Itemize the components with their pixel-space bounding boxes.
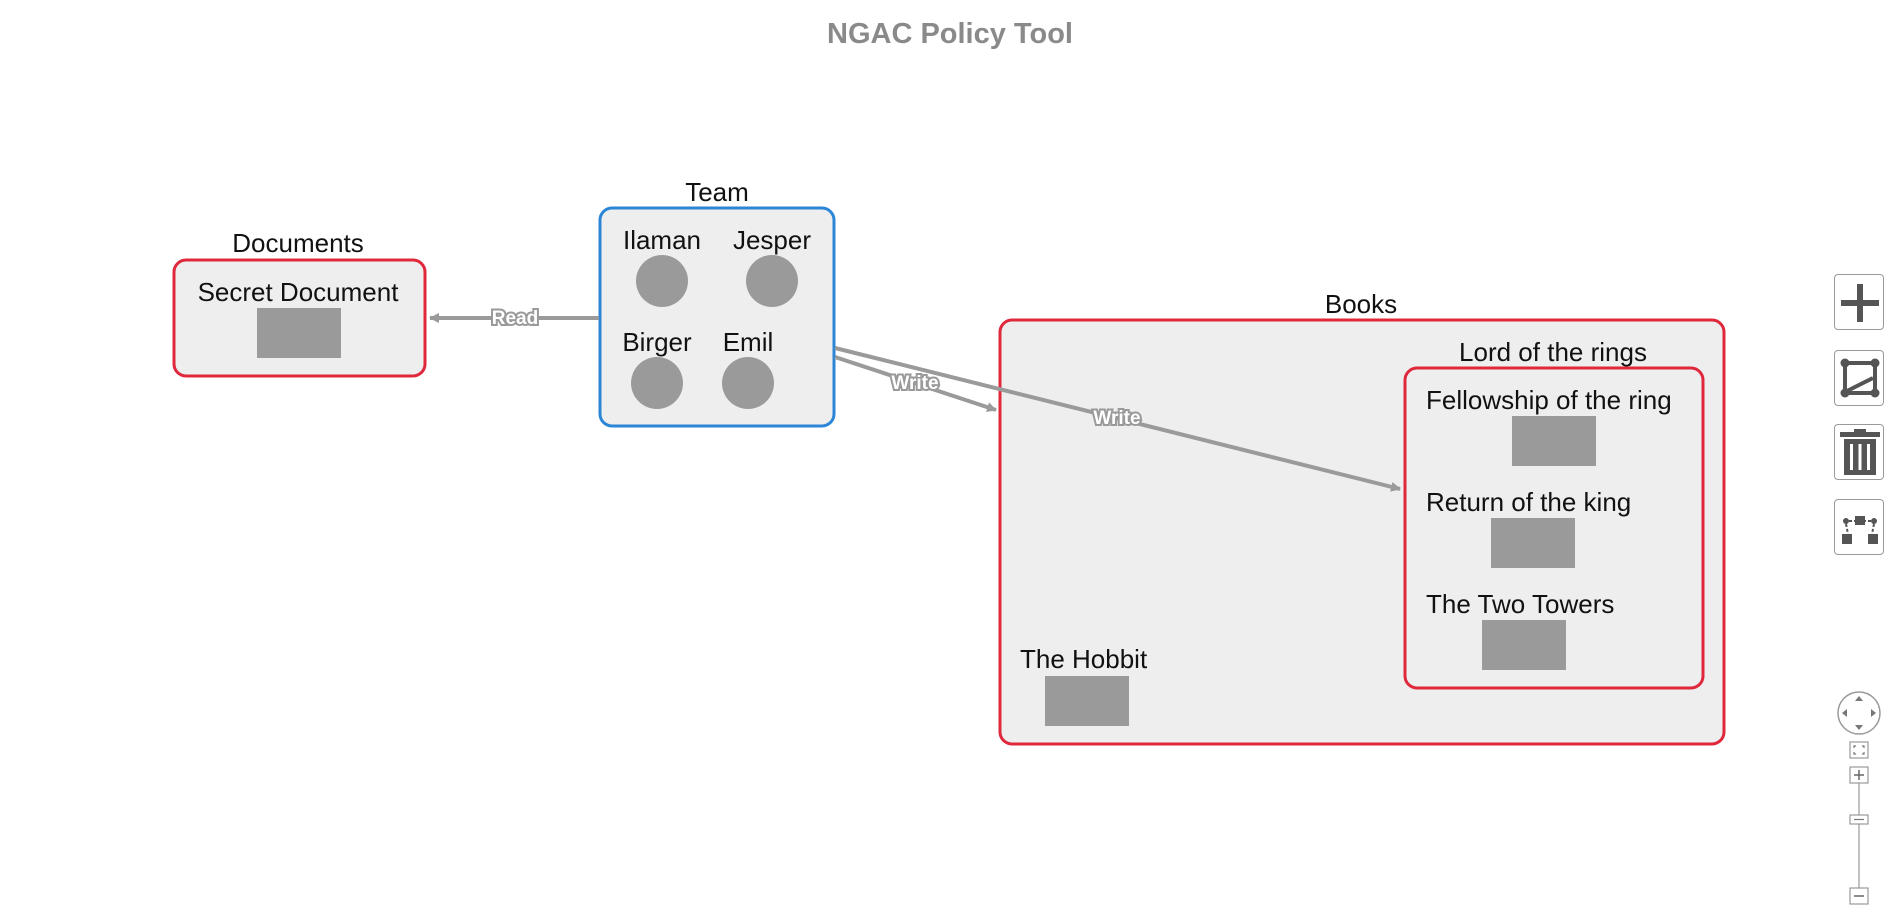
edge-write-books[interactable]: Write [834, 355, 997, 412]
auto-layout-button[interactable] [1834, 499, 1884, 555]
object-label: The Two Towers [1426, 589, 1614, 619]
zoom-slider[interactable] [1849, 783, 1869, 888]
edge-line[interactable] [834, 355, 997, 412]
container-label-documents: Documents [232, 228, 364, 258]
object-node-fellowship[interactable] [1512, 416, 1596, 466]
plus-icon [1841, 284, 1879, 322]
trash-icon [1840, 429, 1880, 475]
pan-icon[interactable] [1837, 691, 1881, 735]
container-lotr[interactable]: Lord of the rings Fellowship of the ring… [1403, 337, 1705, 690]
draw-edge-button[interactable] [1834, 350, 1884, 406]
object-label: Fellowship of the ring [1426, 385, 1672, 415]
edge-label: Read [492, 308, 538, 329]
user-node-ilaman[interactable] [636, 255, 688, 307]
object-node-the-hobbit[interactable] [1045, 676, 1129, 726]
edge-line[interactable] [834, 346, 1401, 492]
layout-icon [1842, 516, 1878, 544]
user-node-emil[interactable] [722, 357, 774, 409]
object-node-return-of-the-king[interactable] [1491, 518, 1575, 568]
draw-edge-icon [1840, 358, 1880, 398]
navigator-panel [1837, 691, 1881, 905]
user-label: Jesper [733, 225, 811, 255]
container-label-lotr: Lord of the rings [1459, 337, 1647, 367]
edge-read[interactable]: Read [429, 306, 599, 331]
container-documents[interactable]: Documents Secret Document [172, 228, 427, 378]
fit-icon[interactable] [1849, 741, 1869, 759]
delete-button[interactable] [1834, 424, 1884, 480]
object-label: Secret Document [198, 277, 400, 307]
user-label: Ilaman [623, 225, 701, 255]
user-label: Birger [622, 327, 692, 357]
object-label: Return of the king [1426, 487, 1631, 517]
edge-write-lotr[interactable]: Write [834, 346, 1401, 492]
container-label-books: Books [1325, 289, 1397, 319]
user-node-jesper[interactable] [746, 255, 798, 307]
container-label-team: Team [685, 177, 749, 207]
app-title: NGAC Policy Tool [827, 18, 1073, 50]
object-node-secret-document[interactable] [257, 308, 341, 358]
zoom-in-icon[interactable] [1849, 766, 1869, 784]
user-label: Emil [723, 327, 774, 357]
zoom-out-icon[interactable] [1849, 887, 1869, 905]
edge-label: Write [891, 373, 938, 394]
container-team[interactable]: Team Ilaman Jesper Birger Emil [598, 177, 836, 428]
object-label: The Hobbit [1020, 644, 1148, 674]
edge-label: Write [1093, 408, 1140, 429]
user-node-birger[interactable] [631, 357, 683, 409]
add-node-button[interactable] [1834, 274, 1884, 330]
object-node-two-towers[interactable] [1482, 620, 1566, 670]
